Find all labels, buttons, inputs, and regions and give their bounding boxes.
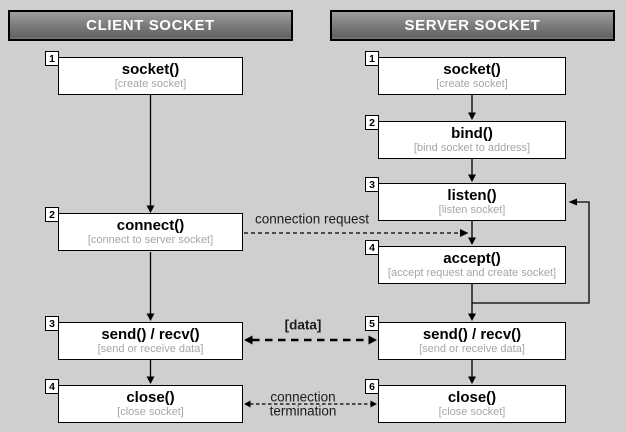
server-socket-header: SERVER SOCKET — [330, 10, 615, 41]
connection-request-arrow — [244, 229, 469, 237]
client-step-connect-number-badge: 2 — [45, 207, 59, 222]
step-title: connect() — [116, 217, 185, 234]
client-step-close-number-badge: 4 — [45, 379, 59, 394]
client-step-send-recv-number-badge: 3 — [45, 316, 59, 331]
step-title: close() — [447, 389, 497, 406]
step-subtitle: [listen socket] — [438, 204, 506, 216]
data-label: [data] — [284, 317, 322, 333]
step-subtitle: [create socket] — [436, 78, 508, 90]
server-step-socket: socket() [create socket] — [378, 57, 566, 95]
step-subtitle: [close socket] — [438, 406, 506, 418]
step-title: accept() — [443, 250, 501, 267]
client-socket-header: CLIENT SOCKET — [8, 10, 293, 41]
server-step-socket-number-badge: 1 — [365, 51, 379, 66]
step-subtitle: [close socket] — [117, 406, 184, 418]
server-step-bind: bind() [bind socket to address] — [378, 121, 566, 159]
server-step-close-number-badge: 6 — [365, 379, 379, 394]
step-subtitle: [connect to server socket] — [87, 234, 214, 246]
step-title: listen() — [447, 187, 497, 204]
server-step-accept-number-badge: 4 — [365, 240, 379, 255]
step-title: bind() — [451, 125, 493, 142]
client-step-close: close() [close socket] — [58, 385, 243, 423]
server-step-listen: listen() [listen socket] — [378, 183, 566, 221]
client-step-connect: connect() [connect to server socket] — [58, 213, 243, 251]
step-subtitle: [accept request and create socket] — [387, 267, 557, 279]
server-step-send-recv: send() / recv() [send or receive data] — [378, 322, 566, 360]
server-step-listen-number-badge: 3 — [365, 177, 379, 192]
server-step-close: close() [close socket] — [378, 385, 566, 423]
step-subtitle: [bind socket to address] — [413, 142, 531, 154]
data-exchange-arrow — [244, 335, 377, 345]
step-subtitle: [send or receive data] — [419, 343, 525, 355]
step-title: close() — [126, 389, 175, 406]
step-title: send() / recv() — [422, 326, 522, 343]
step-subtitle: [create socket] — [114, 78, 187, 90]
server-step-send-recv-number-badge: 5 — [365, 316, 379, 331]
step-title: send() / recv() — [101, 326, 200, 343]
server-step-bind-number-badge: 2 — [365, 115, 379, 130]
step-title: socket() — [443, 61, 501, 78]
server-step-accept: accept() [accept request and create sock… — [378, 246, 566, 284]
step-subtitle: [send or receive data] — [97, 343, 204, 355]
step-title: socket() — [121, 61, 180, 78]
connection-termination-label-line2: termination — [269, 403, 337, 419]
client-step-socket-number-badge: 1 — [45, 51, 59, 66]
connection-termination-label-line1: connection — [270, 389, 336, 405]
client-step-send-recv: send() / recv() [send or receive data] — [58, 322, 243, 360]
client-step-socket: socket() [create socket] — [58, 57, 243, 95]
connection-request-label: connection request — [254, 211, 370, 227]
